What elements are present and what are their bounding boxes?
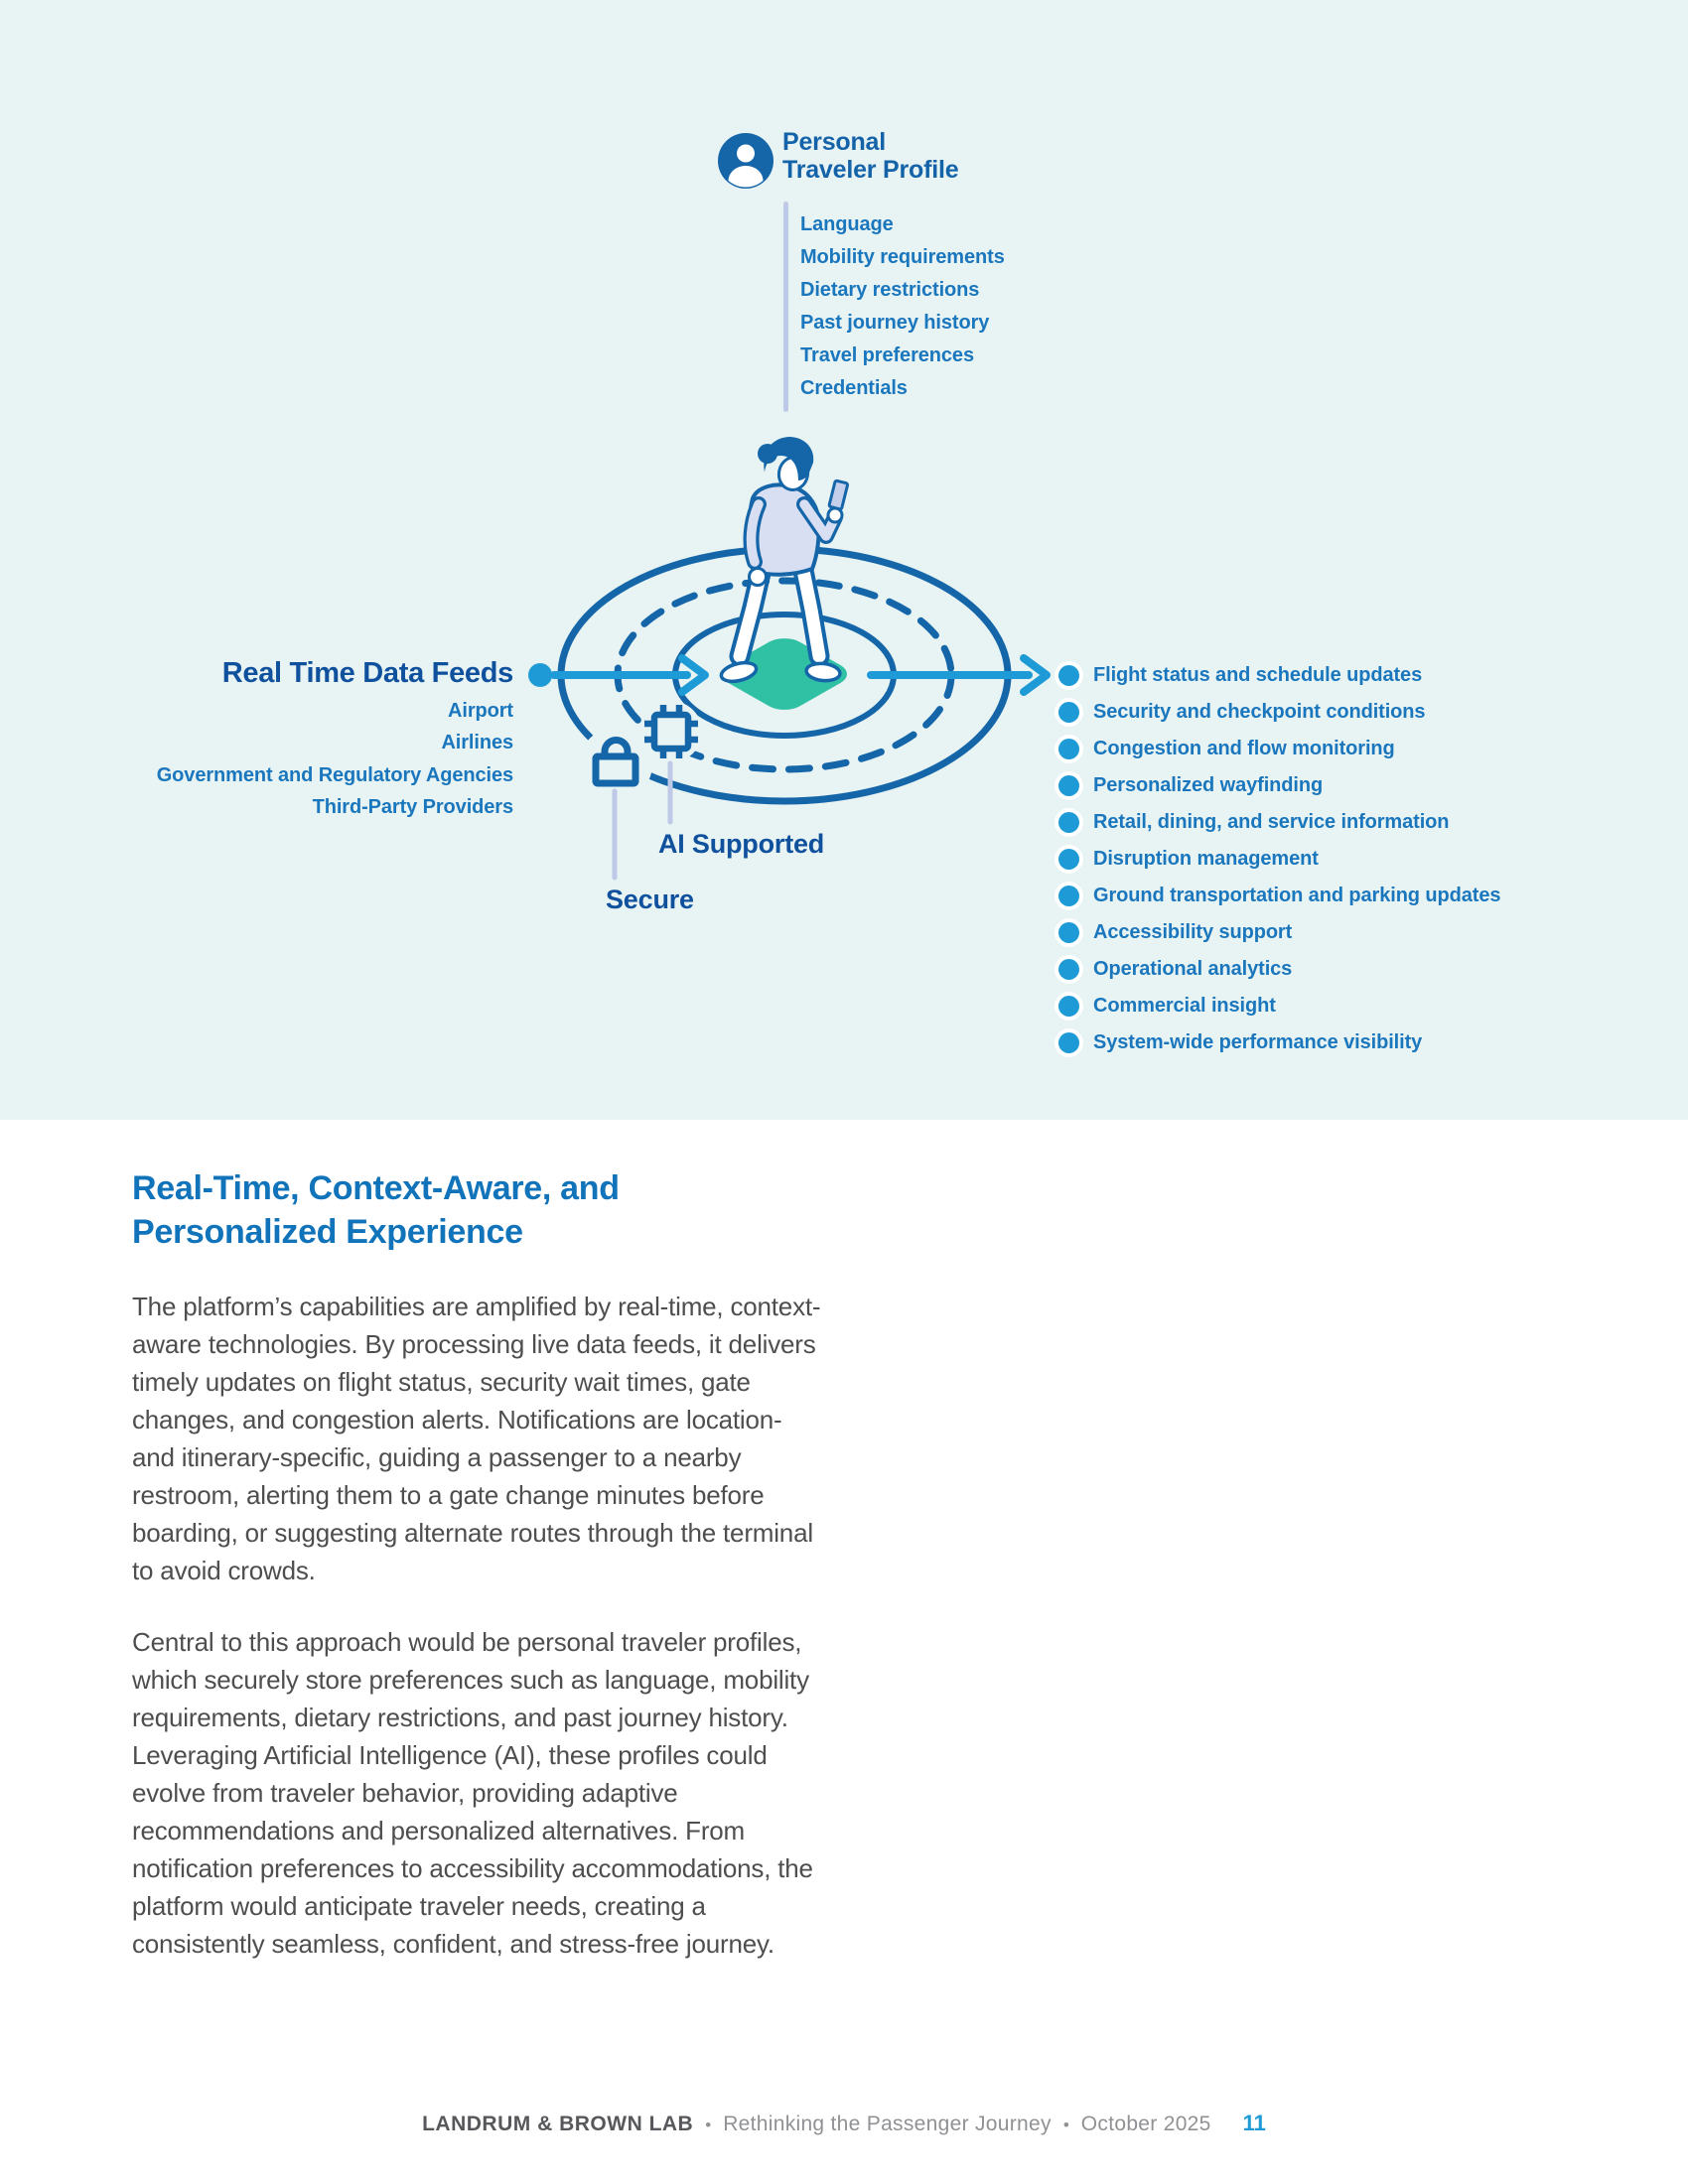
platform-output-item: Congestion and flow monitoring [1058,731,1500,767]
footer-page-number: 11 [1242,2111,1266,2135]
footer-date: October 2025 [1080,2113,1211,2135]
profile-attribute-item: Mobility requirements [800,241,1005,274]
profile-title: Personal Traveler Profile [782,128,959,184]
bullet-dot-icon [1058,1032,1079,1053]
platform-output-item: Personalized wayfinding [1058,767,1500,804]
profile-title-line2: Traveler Profile [782,156,959,184]
platform-output-item: Security and checkpoint conditions [1058,694,1500,731]
traveler-orbit-illustration [528,437,1051,881]
data-feed-label: Airport [448,699,513,722]
platform-output-item: Accessibility support [1058,914,1500,951]
traveler-figure [719,437,850,684]
footer-separator: • [1062,2116,1069,2134]
platform-output-label: Retail, dining, and service information [1093,811,1450,833]
profile-attribute-item: Past journey history [800,307,1005,340]
right-shoe [804,661,842,683]
data-feed-item: Airport [99,695,513,728]
footer-separator: • [705,2116,712,2134]
footer-brand: LANDRUM & BROWN LAB [422,2113,694,2135]
profile-attribute-item: Travel preferences [800,340,1005,372]
bullet-dot-icon [1058,922,1079,943]
output-arrowhead [1020,654,1051,696]
bullet-dot-icon [1058,812,1079,833]
left-shoe [719,660,759,684]
platform-output-label: Operational analytics [1093,958,1293,980]
secure-label: Secure [606,885,694,914]
platform-outputs-list: Flight status and schedule updates Secur… [1058,657,1500,1061]
platform-output-label: Commercial insight [1093,995,1276,1017]
platform-output-label: Ground transportation and parking update… [1093,885,1501,906]
platform-output-label: System-wide performance visibility [1093,1031,1423,1053]
section-heading-line2: Personalized Experience [132,1213,523,1251]
data-feed-label: Government and Regulatory Agencies [156,763,513,786]
platform-output-item: Operational analytics [1058,951,1500,988]
data-feeds-title: Real Time Data Feeds [221,657,514,689]
hair-bun [758,444,777,464]
person-icon [718,133,774,189]
bullet-dot-icon [1058,775,1079,796]
platform-output-label: Personalized wayfinding [1093,774,1324,796]
bullet-dot-icon [1058,849,1079,870]
chip-icon [644,705,698,758]
bullet-dot-icon [1058,996,1079,1017]
lock-icon [592,737,639,787]
profile-attribute-list: Language Mobility requirements Dietary r… [800,208,1005,405]
profile-attribute-item: Credentials [800,372,1005,405]
platform-output-label: Disruption management [1093,848,1319,870]
left-hand [748,567,768,587]
data-feed-label: Airlines [441,732,513,754]
profile-attribute-label: Travel preferences [800,344,974,366]
profile-attribute-label: Language [800,213,894,235]
phone [827,478,850,511]
data-feed-item: Third-Party Providers [99,792,514,825]
platform-output-label: Congestion and flow monitoring [1093,738,1395,759]
data-feed-item: Government and Regulatory Agencies [99,759,513,792]
chip-halo [640,701,702,762]
profile-attribute-label: Past journey history [800,312,990,334]
feed-origin-dot [528,663,552,687]
platform-output-item: Commercial insight [1058,988,1500,1024]
bullet-dot-icon [1058,702,1079,723]
bullet-dot-icon [1058,739,1079,759]
platform-output-label: Security and checkpoint conditions [1093,701,1426,723]
page-footer: LANDRUM & BROWN LAB • Rethinking the Pas… [0,2111,1688,2136]
bullet-dot-icon [1058,886,1079,906]
profile-attribute-label: Credentials [800,377,908,399]
section-heading-line1: Real-Time, Context-Aware, and [132,1169,620,1207]
article-body: The platform’s capabilities are amplifie… [132,1288,827,1963]
profile-connector-line [783,202,788,412]
platform-output-item: Ground transportation and parking update… [1058,878,1500,914]
data-feed-label: Third-Party Providers [312,796,514,819]
platform-output-label: Accessibility support [1093,921,1293,943]
profile-attribute-item: Dietary restrictions [800,274,1005,307]
platform-output-item: System-wide performance visibility [1058,1024,1500,1061]
data-feeds-list: Airport Airlines Government and Regulato… [99,695,513,824]
profile-attribute-item: Language [800,208,1005,241]
feed-arrowhead [678,654,709,696]
article-section: Real-Time, Context-Aware, and Personaliz… [132,1166,827,1963]
bullet-dot-icon [1058,959,1079,980]
section-heading: Real-Time, Context-Aware, and Personaliz… [132,1166,827,1254]
bullet-dot-icon [1058,665,1079,686]
data-feeds-column: Real Time Data Feeds Airport Airlines Go… [99,657,514,824]
profile-attribute-label: Dietary restrictions [800,279,980,301]
platform-output-item: Flight status and schedule updates [1058,657,1500,694]
diagram-background-band [0,0,1688,1120]
body-paragraph: The platform’s capabilities are amplifie… [132,1292,821,1585]
platform-output-item: Disruption management [1058,841,1500,878]
body-paragraph: Central to this approach would be person… [132,1627,813,1959]
platform-output-label: Flight status and schedule updates [1093,664,1423,686]
profile-title-line1: Personal [782,128,887,156]
right-hand [826,506,844,524]
data-feed-item: Airlines [99,728,513,760]
footer-document-title: Rethinking the Passenger Journey [723,2113,1052,2135]
platform-output-item: Retail, dining, and service information [1058,804,1500,841]
ai-supported-label: AI Supported [658,829,825,859]
profile-attribute-label: Mobility requirements [800,246,1005,268]
hair [764,437,814,480]
